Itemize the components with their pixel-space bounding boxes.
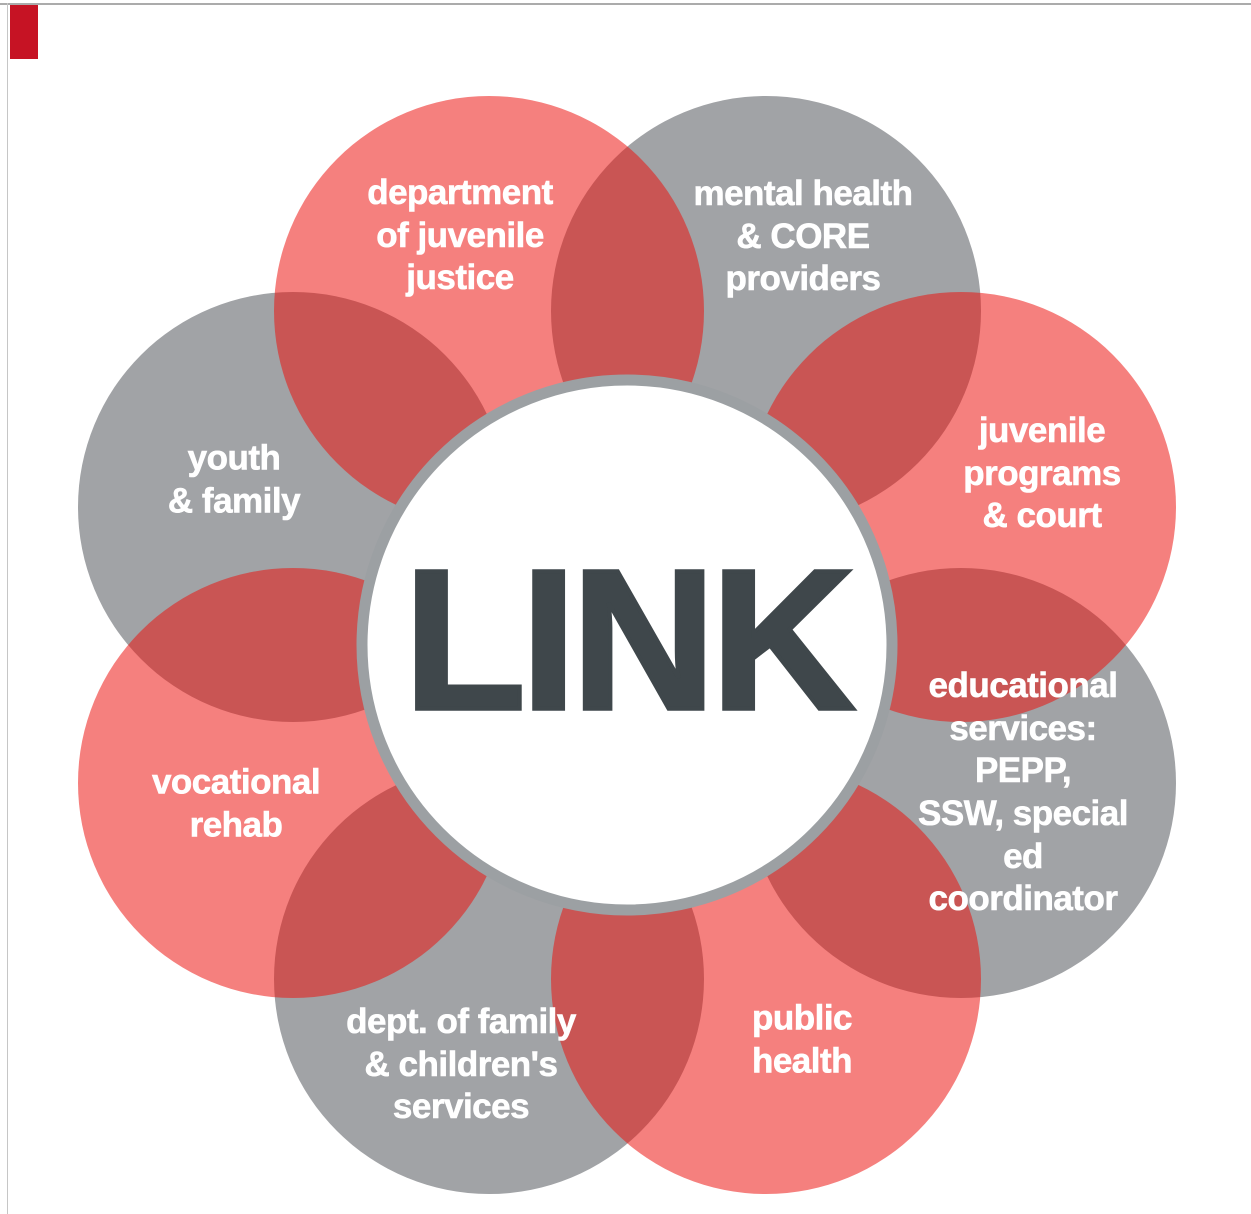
- petal-label-department-of-juvenile-justice: department of juvenile justice: [367, 172, 554, 298]
- center-circle: [356, 374, 898, 916]
- petal-label-public-health: public health: [751, 998, 853, 1080]
- petal-label-vocational-rehab: vocational rehab: [151, 762, 321, 844]
- left-border-line: [7, 3, 8, 1214]
- petal-label-dept-family-childrens-services: dept. of family & children's services: [346, 1001, 577, 1127]
- corner-marker: [10, 5, 38, 59]
- petal-label-youth-family: youth & family: [167, 438, 301, 520]
- top-border-line: [0, 3, 1251, 5]
- petal-label-educational-services: educational services: PEPP, SSW, special…: [918, 665, 1129, 919]
- petal-label-mental-health-core-providers: mental health & CORE providers: [693, 173, 913, 299]
- petal-label-juvenile-programs-court: juvenile programs & court: [963, 410, 1122, 536]
- center-title: LINK: [402, 527, 858, 754]
